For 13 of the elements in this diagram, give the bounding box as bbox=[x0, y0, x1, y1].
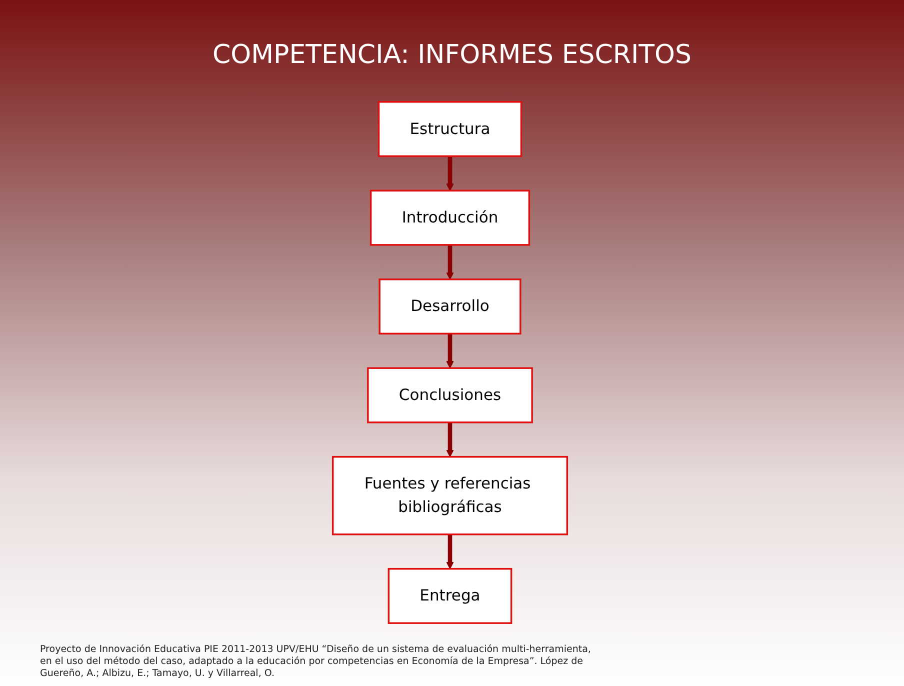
arrow bbox=[446, 334, 454, 368]
footer-citation: Proyecto de Innovación Educativa PIE 2011-2013 UPV/EHU “Diseño de un sistema de evaluación multi-herramienta, en el uso del método del caso, adaptado a la educación por competencias en Economía de la Empresa”. López de Guereño, A.; Albizu, E.; Tamayo, U. y Villarreal, O. bbox=[40, 644, 592, 680]
node-box: Estructura bbox=[378, 101, 522, 158]
node-box: Desarrollo bbox=[378, 278, 522, 334]
node-box: Conclusiones bbox=[367, 367, 533, 424]
node-box: Entrega bbox=[388, 568, 512, 624]
arrow bbox=[446, 244, 454, 280]
arrow bbox=[446, 534, 454, 570]
node-box: Fuentes y referencias bibliográficas bbox=[332, 456, 568, 536]
arrow bbox=[446, 422, 454, 458]
slide-title: COMPETENCIA: INFORMES ESCRITOS bbox=[212, 40, 692, 70]
node-box: Introducción bbox=[370, 190, 530, 246]
arrow bbox=[446, 156, 454, 191]
